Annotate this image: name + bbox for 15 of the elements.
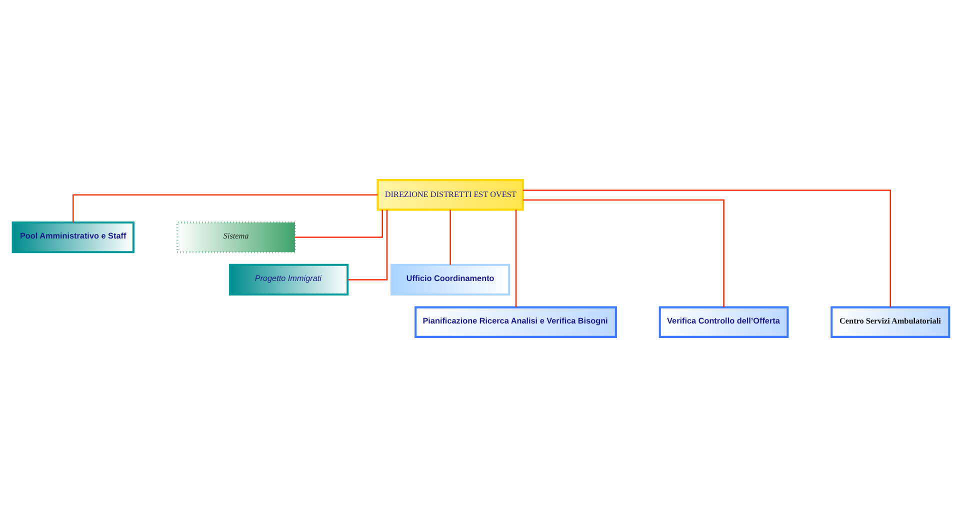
connector [523,189,892,307]
node-box: Sistema [176,220,296,253]
connector [515,209,517,307]
connector [72,194,378,222]
connector [523,198,724,307]
connector [295,209,383,238]
connector [450,209,451,264]
node-box: DIREZIONE DISTRETTI EST OVEST [376,178,524,210]
node-box: Pool Amministrativo e Staff [12,220,134,253]
node-box: Centro Servizi Ambulatoriali [830,306,950,338]
node-box: Progetto Immigrati [229,263,349,296]
connector [348,209,388,280]
node-box: Verifica Controllo dell’Offerta [658,306,789,338]
node-box: Ufficio Coordinamento [390,263,510,296]
node-box: Pianificazione Ricerca Analisi e Verifica Bisogni [414,306,617,338]
